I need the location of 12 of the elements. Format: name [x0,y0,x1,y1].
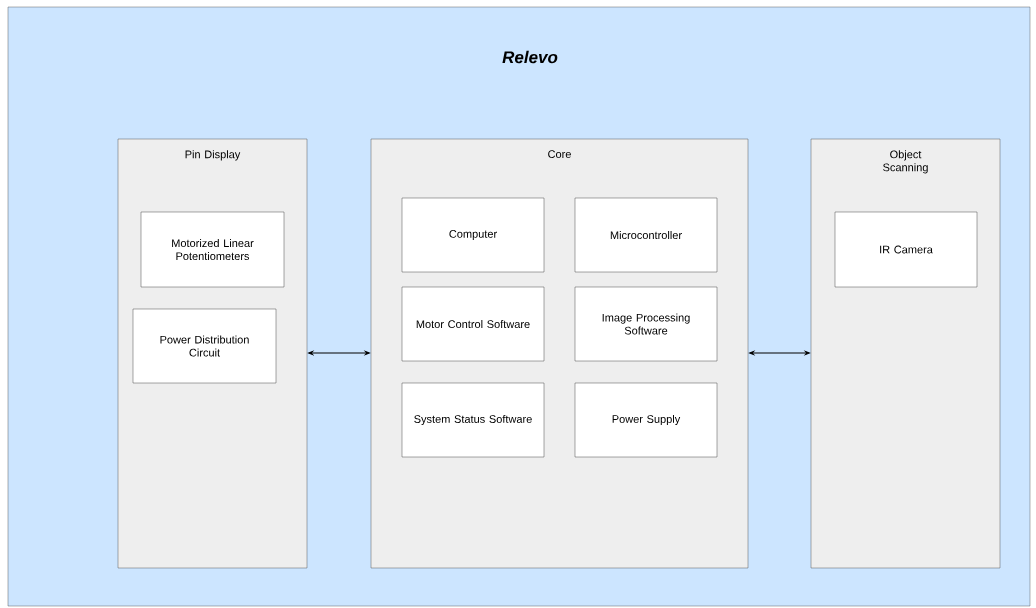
arrow [749,351,810,355]
component-box: Microcontroller [574,197,718,273]
component-box: System Status Software [401,382,545,458]
component-box: Power Distribution Circuit [132,308,277,384]
component-box: Computer [401,197,545,273]
diagram-title: Relevo [502,50,558,64]
component-box: Motorized Linear Potentiometers [140,211,285,288]
arrow [308,351,370,355]
component-box: Image Processing Software [574,286,718,362]
component-box: Motor Control Software [401,286,545,362]
component-box: IR Camera [834,211,978,288]
component-box: Power Supply [574,382,718,458]
